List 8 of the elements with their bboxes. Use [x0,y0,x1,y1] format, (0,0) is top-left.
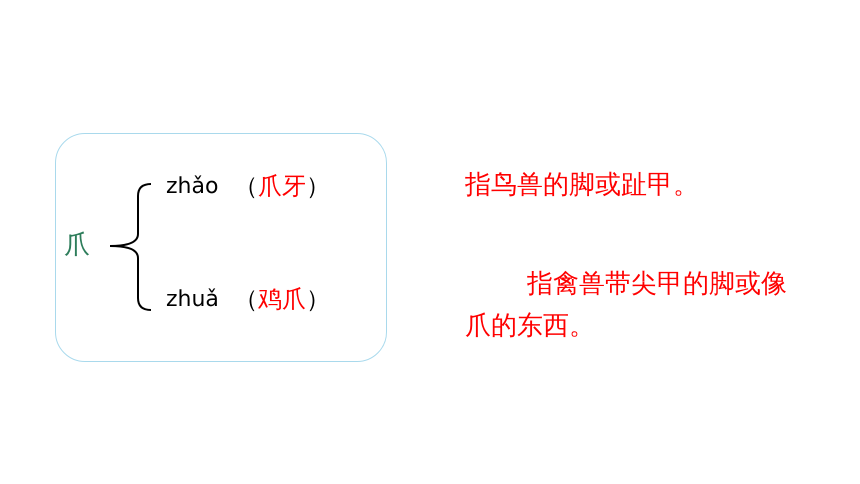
definition-text: 指鸟兽的脚或趾甲。 [465,169,700,202]
headword: 爪 [64,230,90,262]
example-word: （鸡爪） [234,285,330,314]
pinyin: zhuǎ [166,287,219,314]
example-word: （爪牙） [234,172,330,201]
definition-text: 指禽兽带尖甲的脚或像爪的东西。 [465,268,788,343]
rounded-box [55,133,387,362]
pinyin: zhǎo [166,174,218,200]
